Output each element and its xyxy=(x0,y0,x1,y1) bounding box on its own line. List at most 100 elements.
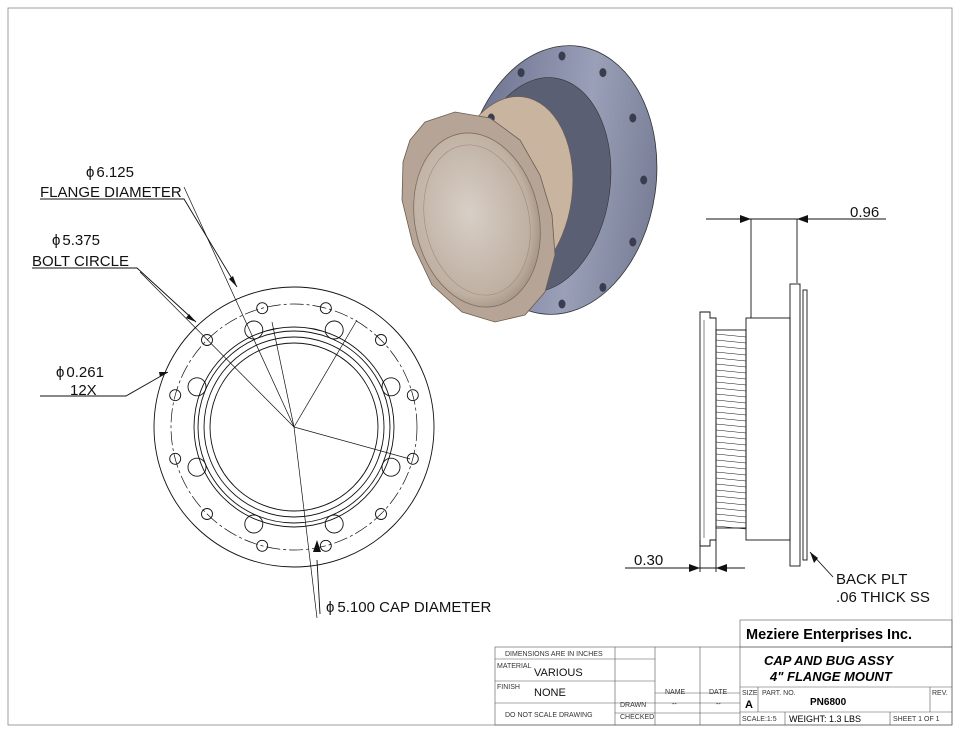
bolt-circle-label: BOLT CIRCLE xyxy=(32,253,129,270)
title-block-text: Meziere Enterprises Inc. CAP AND BUG ASS… xyxy=(497,627,948,724)
thread-line xyxy=(715,387,747,392)
thread-line xyxy=(715,465,747,470)
cap-lug xyxy=(244,514,264,534)
title-block xyxy=(494,619,953,726)
thread-line xyxy=(715,405,747,410)
flange-outline xyxy=(153,286,435,568)
units-note: DIMENSIONS ARE IN INCHES xyxy=(505,651,603,658)
iso-bolt-hole xyxy=(517,68,525,78)
drawn-date: -- xyxy=(716,701,721,708)
thread-line xyxy=(715,501,747,506)
iso-bolt-hole xyxy=(629,237,637,247)
bolt-hole xyxy=(319,539,332,552)
iso-bolt-hole xyxy=(629,113,637,123)
name-header: NAME xyxy=(665,689,686,696)
thread-line xyxy=(715,513,747,518)
bolt-circle-value: 5.375 xyxy=(62,232,100,249)
thread-line xyxy=(715,483,747,488)
bolt-hole xyxy=(375,508,387,520)
part-no-value: PN6800 xyxy=(810,697,847,708)
back-plate-line2: .06 THICK SS xyxy=(836,589,930,606)
cap-ring-4 xyxy=(209,342,379,512)
flange-thickness: 0.30 xyxy=(634,552,663,569)
title-line1: CAP AND BUG ASSY xyxy=(764,653,895,668)
iso-bolt-hole xyxy=(640,175,648,185)
svg-text:ϕ5.375: ϕ5.375 xyxy=(52,232,100,249)
bolt-hole xyxy=(169,389,182,402)
thread-line xyxy=(715,525,747,530)
bolt-hole xyxy=(256,302,269,315)
front-view xyxy=(139,186,435,619)
cap-ring-2 xyxy=(197,330,391,524)
svg-text:ϕ0.261: ϕ0.261 xyxy=(56,364,104,381)
flange-dia-value: 6.125 xyxy=(96,164,134,181)
rev-label: REV. xyxy=(932,690,948,697)
back-plate-line1: BACK PLT xyxy=(836,571,907,588)
finish-value: NONE xyxy=(534,687,566,699)
iso-bolt-hole xyxy=(599,68,607,78)
checked-label: CHECKED xyxy=(620,714,654,721)
cap-dia: 5.100 CAP DIAMETER xyxy=(337,599,491,616)
thread-line xyxy=(715,369,747,374)
thread-line xyxy=(715,471,747,476)
cap-lug xyxy=(244,320,264,340)
bolt-hole xyxy=(201,334,213,346)
company-name: Meziere Enterprises Inc. xyxy=(746,627,912,643)
thread-line xyxy=(715,429,747,434)
thread-line xyxy=(715,507,747,512)
bolt-hole xyxy=(169,452,182,465)
flange-dia-label: FLANGE DIAMETER xyxy=(40,184,182,201)
dia-symbol: ϕ xyxy=(52,232,60,249)
thread-line xyxy=(715,489,747,494)
iso-bolt-hole xyxy=(599,282,607,292)
thread-line xyxy=(715,393,747,398)
bolt-holes xyxy=(169,302,419,552)
thread-line xyxy=(715,453,747,458)
thread-line xyxy=(715,333,747,338)
cap-lug xyxy=(324,514,344,534)
cap-lugs xyxy=(187,320,401,534)
hole-count: 12X xyxy=(70,382,97,399)
title-line2: 4" FLANGE MOUNT xyxy=(769,669,893,684)
bolt-hole xyxy=(319,302,332,315)
thread-line xyxy=(715,357,747,362)
thread-line xyxy=(715,399,747,404)
thread-line xyxy=(715,351,747,356)
bolt-hole xyxy=(201,508,213,520)
cap-outer-ring xyxy=(193,326,395,528)
svg-text:ϕ6.125: ϕ6.125 xyxy=(86,164,134,181)
finish-label: FINISH xyxy=(497,684,520,691)
bolt-hole xyxy=(406,452,419,465)
weight-value: WEIGHT: 1.3 LBS xyxy=(789,714,861,724)
thread-line xyxy=(715,411,747,416)
cap-lug xyxy=(324,320,344,340)
thread-line xyxy=(715,477,747,482)
thread-line xyxy=(715,363,747,368)
thread-line xyxy=(715,519,747,524)
cap-lug xyxy=(381,457,401,477)
overall-depth: 0.96 xyxy=(850,204,879,221)
bolt-hole xyxy=(375,334,387,346)
svg-text:ϕ5.100 CAP DIAMETER: ϕ5.100 CAP DIAMETER xyxy=(326,599,492,616)
bolt-circle xyxy=(170,303,418,551)
scale-note: DO NOT SCALE DRAWING xyxy=(505,712,593,719)
drawn-name: -- xyxy=(672,701,677,708)
dia-symbol: ϕ xyxy=(86,164,94,181)
cap-lug xyxy=(381,377,401,397)
bolt-hole xyxy=(406,389,419,402)
thread-line xyxy=(715,381,747,386)
dia-symbol: ϕ xyxy=(326,599,334,616)
thread-line xyxy=(715,417,747,422)
thread-line xyxy=(715,441,747,446)
iso-bolt-hole xyxy=(558,51,566,61)
drawn-label: DRAWN xyxy=(620,702,646,709)
thread-line xyxy=(715,447,747,452)
part-no-label: PART. NO. xyxy=(762,690,796,697)
thread-line xyxy=(715,339,747,344)
material-value: VARIOUS xyxy=(534,667,583,679)
size-value: A xyxy=(745,699,753,711)
scale-value: SCALE:1:5 xyxy=(742,716,777,723)
thread-line xyxy=(715,423,747,428)
